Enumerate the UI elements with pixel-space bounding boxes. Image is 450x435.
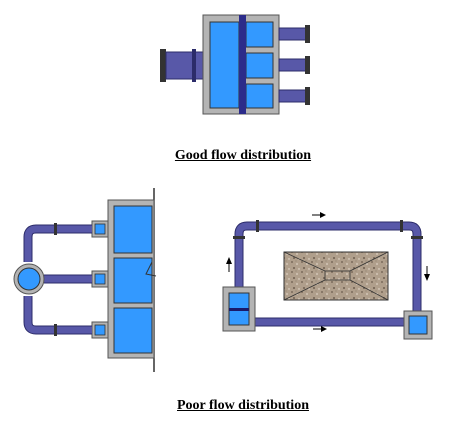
arrow-icon (424, 266, 430, 281)
manifold-inlet-boxes (91, 220, 109, 339)
good-flow-caption: Good flow distribution (174, 148, 312, 163)
good-distribution-tank (202, 14, 280, 115)
arrow-icon (312, 212, 326, 218)
poor-flow-caption: Poor flow distribution (177, 398, 309, 413)
poor-flow-loop-diagram (222, 212, 433, 340)
good-flow-diagram (160, 14, 310, 115)
arrow-icon (226, 257, 232, 272)
loop-right-tank (403, 310, 433, 340)
manifold-tank (107, 199, 157, 359)
good-outlet-pipes (278, 25, 310, 105)
flow-arrows (226, 212, 430, 332)
pump-icon (13, 263, 45, 295)
arrow-icon (313, 326, 327, 332)
media-bed (283, 251, 389, 301)
loop-pipes (233, 220, 423, 327)
poor-flow-manifold-diagram (13, 188, 157, 372)
loop-left-tank (222, 286, 256, 332)
manifold-pipes (23, 223, 92, 336)
good-inlet-pipe (160, 49, 205, 82)
